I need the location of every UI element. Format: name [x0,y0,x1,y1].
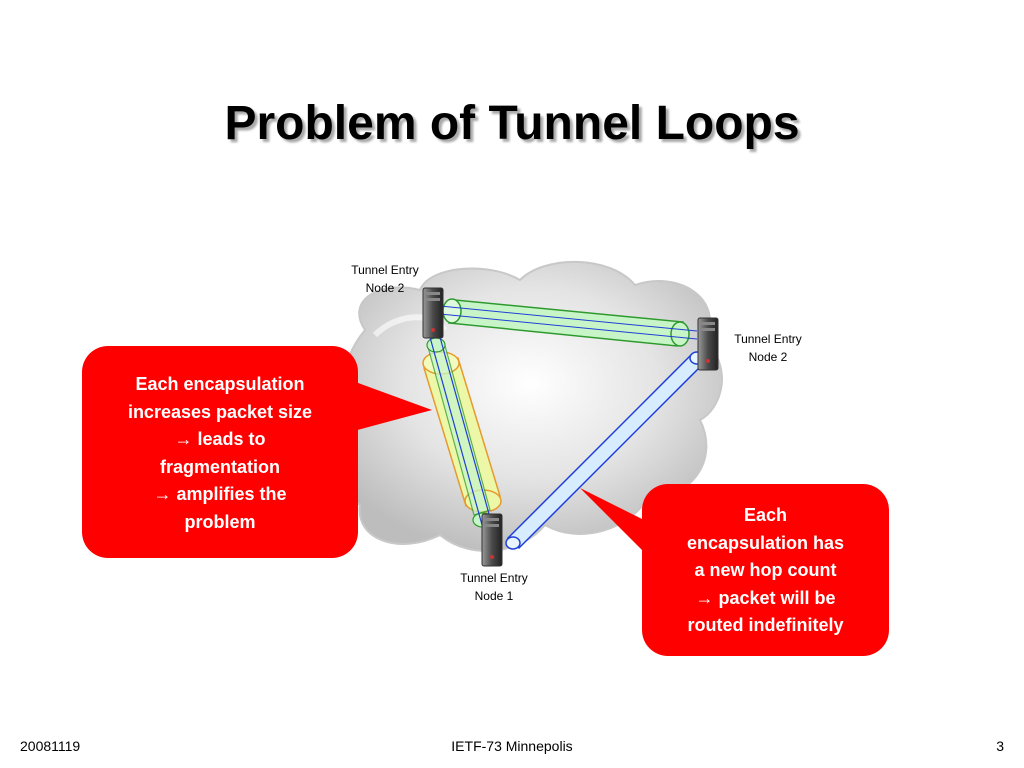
callout-line: → amplifies the [90,481,350,509]
node-label-line1: Tunnel Entry [713,330,823,348]
callout-line: a new hop count [650,557,881,585]
footer-event: IETF-73 Minnepolis [412,738,612,754]
callout-line: encapsulation has [650,530,881,558]
callout-line: Each [650,502,881,530]
callout-line: → leads to [90,426,350,454]
node-label-line2: Node 1 [439,587,549,605]
node-label-line2: Node 2 [713,348,823,366]
footer-page-number: 3 [996,738,1004,754]
node-label-line2: Node 2 [330,279,440,297]
callout-line: Each encapsulation [90,371,350,399]
callout-line: → packet will be [650,585,881,613]
callout-line: fragmentation [90,454,350,482]
callout-line: routed indefinitely [650,612,881,640]
callout-line: increases packet size [90,399,350,427]
footer-date: 20081119 [20,738,80,754]
node-label-top: Tunnel Entry Node 2 [330,261,440,297]
node-label-right: Tunnel Entry Node 2 [713,330,823,366]
callout-left-text: Each encapsulation increases packet size… [90,371,350,536]
node-label-line1: Tunnel Entry [330,261,440,279]
callout-line: problem [90,509,350,537]
node-label-line1: Tunnel Entry [439,569,549,587]
server-node1 [482,514,502,566]
callout-right-text: Each encapsulation has a new hop count →… [650,502,881,640]
node-label-bottom: Tunnel Entry Node 1 [439,569,549,605]
